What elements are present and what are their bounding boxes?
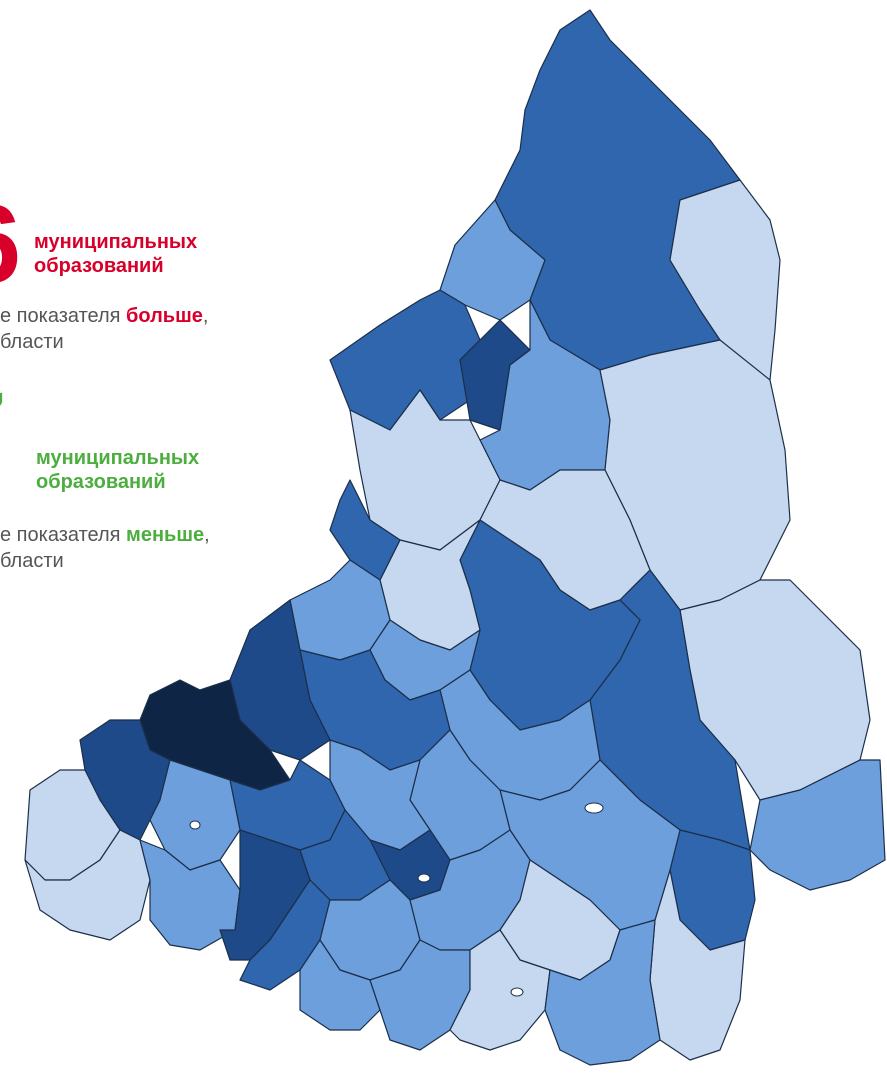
map-region[interactable] (749, 759, 886, 891)
less-count-digit: 7 (0, 380, 6, 470)
more-units-title: муниципальных образований (34, 231, 198, 277)
map-region[interactable] (449, 929, 551, 1051)
more-count-digit: 6 (0, 190, 21, 300)
map-region[interactable] (544, 919, 661, 1066)
more-description: е показателя больше, бласти (0, 305, 209, 353)
less-accent-word: меньше (126, 524, 205, 546)
lake (584, 802, 604, 814)
less-units-title: муниципальных образований (36, 447, 200, 493)
less-description: е показателя меньше, бласти (0, 524, 210, 572)
lake (189, 820, 201, 830)
more-accent-word: больше (126, 305, 203, 327)
lake (510, 987, 524, 997)
lake (417, 873, 431, 883)
